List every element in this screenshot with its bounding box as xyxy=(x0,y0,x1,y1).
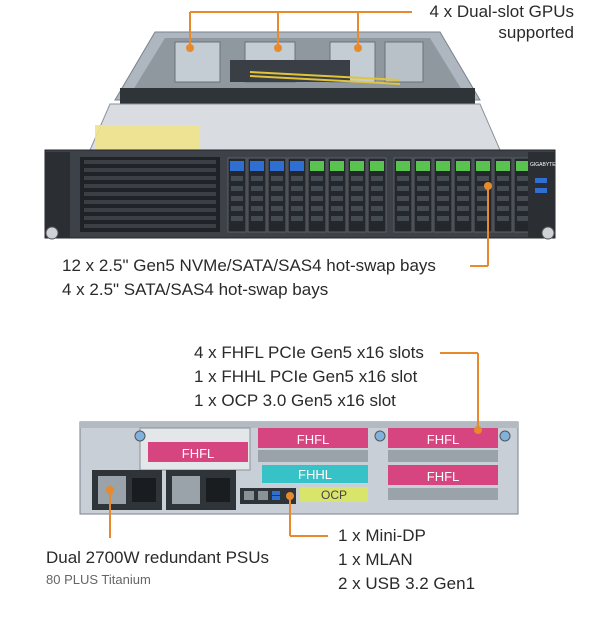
grille-pattern xyxy=(84,160,216,228)
right-rack-ear xyxy=(528,152,555,238)
drive-bay-latch xyxy=(396,161,410,171)
drive-bay-latch xyxy=(476,161,490,171)
io-line2: 1 x MLAN xyxy=(338,550,413,569)
svg-text:FHFL: FHFL xyxy=(297,432,330,447)
drive-bay-latch xyxy=(250,161,264,171)
psu-line2: 80 PLUS Titanium xyxy=(46,572,151,587)
psu-line1: Dual 2700W redundant PSUs xyxy=(46,548,270,567)
ocp-card xyxy=(300,487,368,502)
svg-text:OCP: OCP xyxy=(321,488,347,502)
left-rack-ear xyxy=(45,152,70,238)
io-line1: 1 x Mini-DP xyxy=(338,526,426,545)
svg-text:FHHL: FHHL xyxy=(298,467,332,482)
bays-line1: 12 x 2.5" Gen5 NVMe/SATA/SAS4 hot-swap b… xyxy=(62,256,436,275)
slots-line2: 1 x FHHL PCIe Gen5 x16 slot xyxy=(194,367,418,386)
drive-bay-latch xyxy=(416,161,430,171)
svg-text:FHFL: FHFL xyxy=(427,469,460,484)
drive-bay-latch xyxy=(350,161,364,171)
drive-bay-latch xyxy=(310,161,324,171)
drive-bay-latch xyxy=(270,161,284,171)
fhhl-card xyxy=(262,465,368,483)
drive-bay-latch xyxy=(456,161,470,171)
gpu-bay-1 xyxy=(174,41,221,83)
drive-bay-latch xyxy=(436,161,450,171)
drive-bay-latch xyxy=(290,161,304,171)
gpu-note-line1: 4 x Dual-slot GPUs xyxy=(429,2,574,21)
svg-text:FHFL: FHFL xyxy=(182,446,215,461)
drive-bay-latch xyxy=(230,161,244,171)
drive-bay-latch xyxy=(496,161,510,171)
bays-line2: 4 x 2.5" SATA/SAS4 hot-swap bays xyxy=(62,280,329,299)
fhfl-card-right-top xyxy=(388,428,498,448)
gpu-note-line2: supported xyxy=(498,23,574,42)
brand-logo: GIGABYTE xyxy=(530,162,556,168)
fhfl-card-left xyxy=(148,442,248,462)
drive-bay-latch xyxy=(330,161,344,171)
slots-line1: 4 x FHFL PCIe Gen5 x16 slots xyxy=(194,343,424,362)
slots-line3: 1 x OCP 3.0 Gen5 x16 slot xyxy=(194,391,396,410)
drive-bay-latch xyxy=(516,161,530,171)
fhfl-card-right-bottom xyxy=(388,465,498,485)
drive-bay-latch xyxy=(370,161,384,171)
svg-text:FHFL: FHFL xyxy=(427,432,460,447)
io-line3: 2 x USB 3.2 Gen1 xyxy=(338,574,476,593)
fhfl-card-center xyxy=(258,428,368,448)
